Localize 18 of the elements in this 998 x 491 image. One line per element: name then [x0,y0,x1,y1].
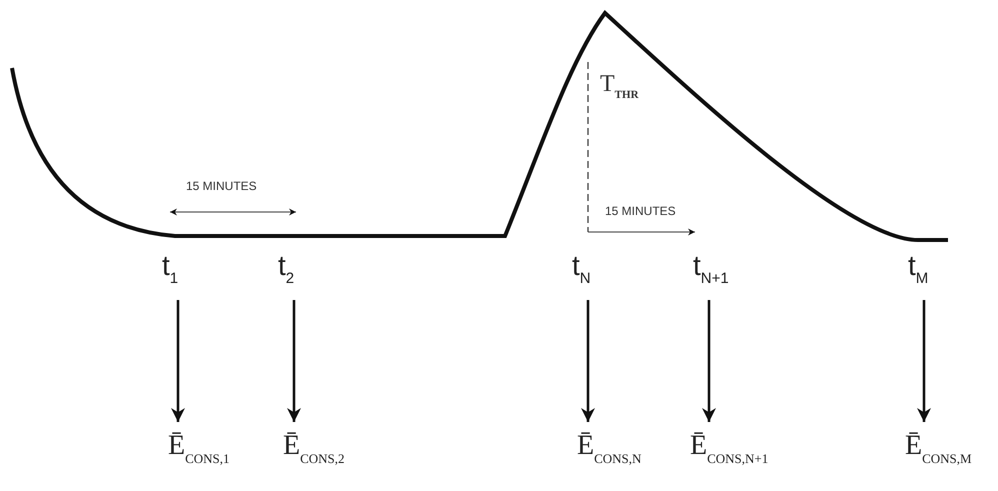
time-point-label: t$_{N+1}$ [693,252,729,286]
arrow [702,300,716,422]
arrow [917,300,931,422]
duration-label: 15 MINUTES [186,180,257,192]
energy-label: Ē$_{CONS,1}$ [168,432,230,465]
time-point-label: t$_{M}$ [908,252,928,286]
arrow [581,300,595,422]
energy-label: Ē$_{CONS,M}$ [905,432,972,465]
duration-label: 15 MINUTES [605,205,676,217]
arrow [287,300,301,422]
time-point-label: t$_{2}$ [278,252,294,286]
arrow [171,300,185,422]
time-point-label: t$_{1}$ [162,252,178,286]
threshold-label: T$_{THR}$ [600,72,639,101]
time-point-label: t$_{N}$ [572,252,591,286]
energy-label: Ē$_{CONS,N}$ [577,432,642,465]
energy-label: Ē$_{CONS,N+1}$ [690,432,768,465]
energy-label: Ē$_{CONS,2}$ [283,432,345,465]
